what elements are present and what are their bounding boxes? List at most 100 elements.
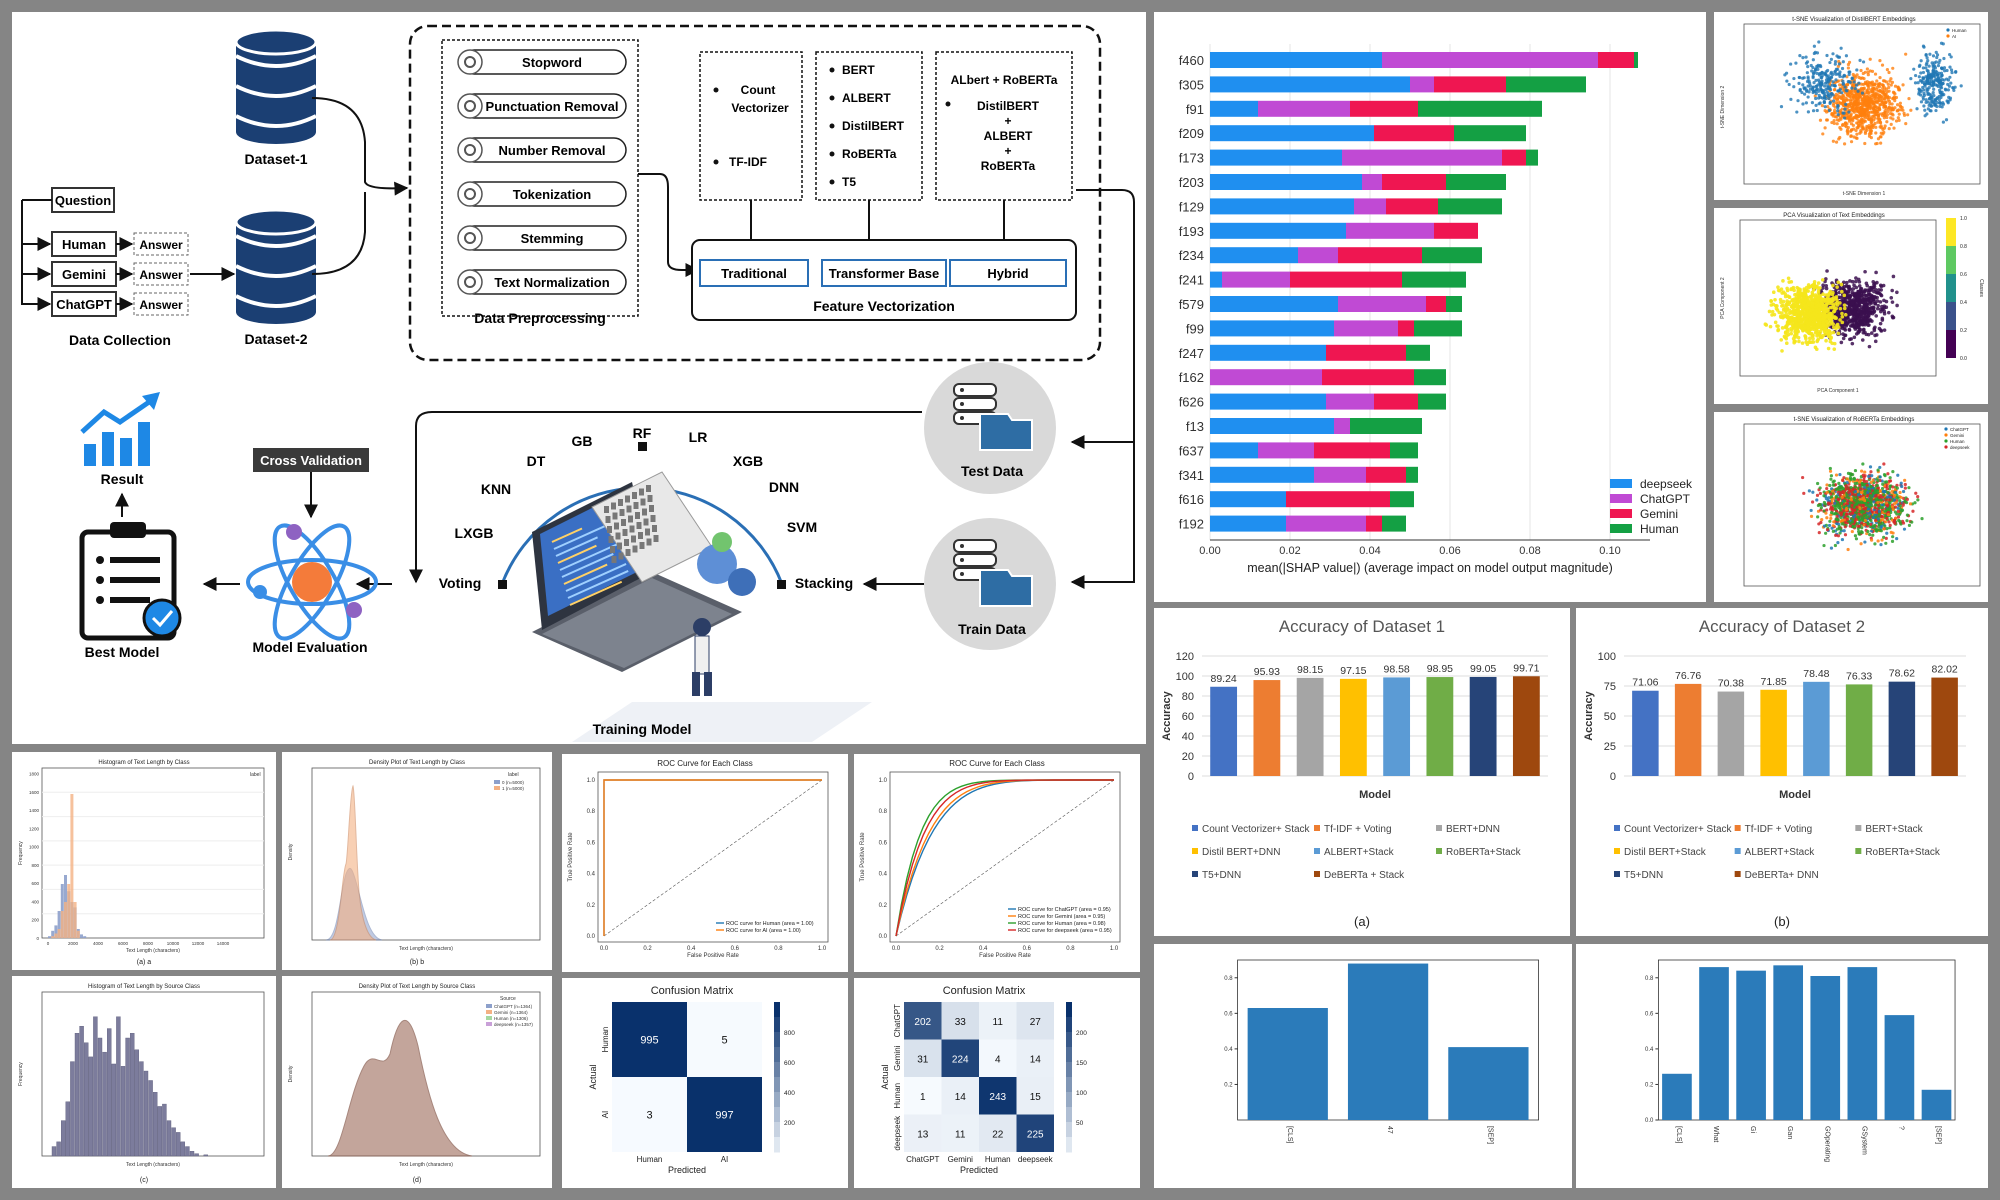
scatter-point xyxy=(1868,288,1872,293)
scatter-point xyxy=(1837,481,1841,485)
scatter-point xyxy=(1824,283,1829,288)
scatter-point xyxy=(1941,120,1945,124)
shap-bar xyxy=(1366,466,1406,483)
scatter-point xyxy=(1795,110,1799,114)
y-tick-label: 0.2 xyxy=(1224,1082,1233,1088)
scatter-point xyxy=(1787,280,1792,284)
scatter-point xyxy=(1812,318,1817,323)
scatter-point xyxy=(1875,498,1879,502)
scatter-point xyxy=(1780,349,1784,353)
roc-curve xyxy=(895,779,1114,937)
legend-label: Distil BERT+DNN xyxy=(1202,847,1280,858)
vectorizer-label: BERT xyxy=(842,63,875,77)
scatter-point xyxy=(1814,78,1818,82)
scatter-point xyxy=(1840,324,1845,329)
legend-swatch xyxy=(1614,825,1620,831)
scatter-point xyxy=(1849,112,1853,116)
scatter-point xyxy=(1894,491,1898,495)
vectorizer-label: + xyxy=(1004,144,1011,158)
scatter-point xyxy=(1798,54,1802,58)
caption: (b) xyxy=(1774,914,1790,929)
legend-swatch xyxy=(1734,871,1741,877)
y-tick-label: 1600 xyxy=(29,790,40,795)
scatter-point xyxy=(1883,104,1887,108)
scatter-point xyxy=(1848,512,1852,516)
legend-label: ROC curve for ChatGPT (area = 0.95) xyxy=(1018,907,1111,913)
doc-cell xyxy=(619,509,625,516)
scatter-point xyxy=(1863,498,1867,503)
scatter-point xyxy=(1812,44,1816,48)
shap-bar xyxy=(1418,100,1542,117)
scatter-point xyxy=(1848,279,1852,283)
scatter-point xyxy=(1951,86,1955,90)
scatter-point xyxy=(1845,89,1849,93)
histogram-bar xyxy=(70,794,74,938)
bullet xyxy=(829,179,835,185)
shap-bar xyxy=(1406,466,1418,483)
x-tick-label: 0.8 xyxy=(774,946,783,952)
y-tick-label: 0 xyxy=(36,936,39,941)
y-tick-label: f209 xyxy=(1179,126,1204,141)
histogram-bar xyxy=(83,936,87,938)
scatter-point xyxy=(1873,104,1878,109)
scatter-point xyxy=(1851,287,1856,291)
legend-swatch xyxy=(486,1022,492,1026)
cell-value: 22 xyxy=(992,1129,1004,1140)
scatter-point xyxy=(1797,81,1801,85)
histogram-bar xyxy=(73,902,77,938)
scatter-point xyxy=(1806,323,1811,328)
scatter-point xyxy=(1875,107,1879,111)
scatter-point xyxy=(1887,89,1891,93)
scatter-point xyxy=(1863,141,1867,146)
scatter-point xyxy=(1884,498,1888,502)
scatter-point xyxy=(1845,128,1850,132)
scatter-point xyxy=(1816,291,1821,295)
scatter-point xyxy=(1878,321,1883,326)
histogram-bar xyxy=(97,1037,103,1157)
scatter-point xyxy=(1919,100,1924,104)
server-slot xyxy=(953,397,997,411)
colorbar-tick: 0.8 xyxy=(1960,244,1967,250)
scatter-point xyxy=(1858,58,1862,63)
scatter-point xyxy=(1860,76,1864,80)
x-tick-label: 0.0 xyxy=(892,946,901,952)
scatter-point xyxy=(1785,307,1789,312)
laptop-illustration xyxy=(532,471,872,742)
legend-label: 1 (n=5000) xyxy=(502,786,524,791)
scatter-point xyxy=(1811,72,1816,76)
scatter-point xyxy=(1938,88,1942,92)
db-band xyxy=(235,84,317,98)
scatter-point xyxy=(1837,59,1841,64)
scatter-point xyxy=(1794,61,1798,65)
scatter-point xyxy=(1780,311,1784,315)
scatter-point xyxy=(1888,526,1892,530)
scatter-point xyxy=(1949,55,1953,59)
scatter-point xyxy=(1888,501,1892,505)
scatter-point xyxy=(1829,510,1834,515)
scatter-point xyxy=(1776,288,1781,293)
shap-bar xyxy=(1338,296,1426,312)
scatter-point xyxy=(1928,109,1932,113)
vectorizer-label: + xyxy=(1004,114,1011,128)
legend-swatch xyxy=(1855,825,1862,831)
token-bar xyxy=(1884,1015,1915,1120)
data-label: 71.85 xyxy=(1760,676,1786,688)
doc-cell xyxy=(649,505,654,512)
scatter-point xyxy=(1876,468,1880,472)
scatter-point xyxy=(1866,522,1870,526)
y-tick-label: deepseek xyxy=(893,1115,902,1151)
scatter-point xyxy=(1885,516,1889,520)
scatter-point xyxy=(1834,140,1839,144)
scatter-point xyxy=(1872,500,1876,504)
scatter-point xyxy=(1819,506,1823,510)
scatter-point xyxy=(1816,481,1820,486)
shap-bar xyxy=(1366,515,1382,532)
scatter-point xyxy=(1859,490,1863,494)
scatter-point xyxy=(1890,80,1895,85)
scatter-point xyxy=(1835,300,1840,305)
doc-cell xyxy=(640,498,646,506)
scatter-point xyxy=(1831,529,1835,533)
scatter-point xyxy=(1854,276,1858,280)
scatter-point xyxy=(1894,119,1899,123)
scatter-point xyxy=(1849,486,1853,490)
